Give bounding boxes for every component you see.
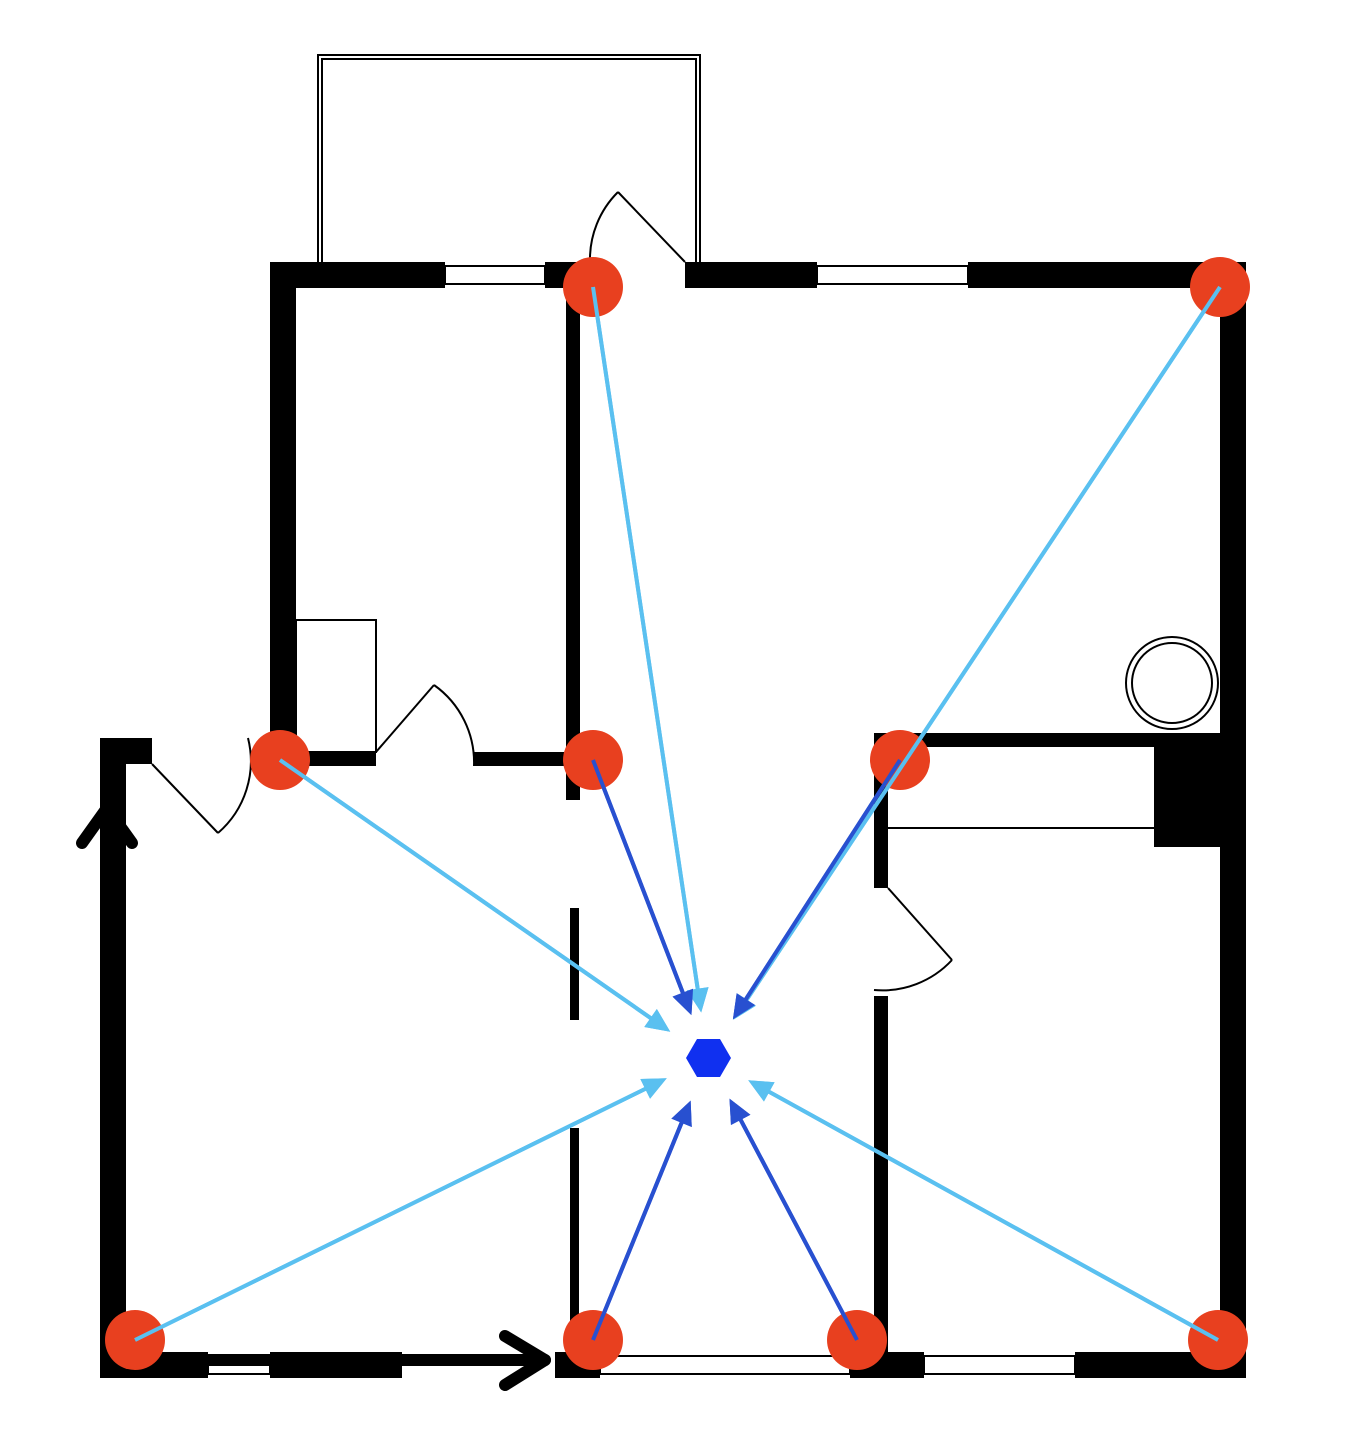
axis-arrows (76, 802, 551, 1391)
round-fixture (1125, 636, 1219, 730)
link-bottom-left-overlay (134, 1081, 657, 1342)
link-top-right-overlay (738, 285, 1222, 1011)
link-bottom-right-overlay (757, 1084, 1219, 1342)
arrowhead-bottom-right-overlay (748, 1080, 775, 1102)
arrowhead-bottom-center-overlay (671, 1100, 692, 1127)
arrowhead-bottom-left-overlay (640, 1078, 667, 1099)
arrowhead-mid-right-overlay (732, 993, 756, 1020)
link-top-center-overlay (591, 286, 702, 1001)
hub-icon (686, 1039, 731, 1077)
links (134, 285, 1222, 1342)
arrowhead-mid-left-overlay (644, 1008, 671, 1032)
x-axis-arrowhead (499, 1330, 551, 1391)
link-mid-center-overlay (591, 759, 689, 1005)
arrowhead-mid-center-overlay (672, 988, 694, 1016)
link-mid-right-overlay (737, 758, 902, 1011)
balcony (317, 54, 701, 262)
links-overlay (134, 285, 1222, 1342)
link-mid-left-overlay (278, 758, 662, 1027)
doors (151, 191, 953, 992)
y-axis-arrowhead (76, 802, 138, 849)
windows (207, 265, 1076, 1375)
link-bottom-mid-overlay (733, 1108, 859, 1341)
link-bottom-center-overlay (591, 1110, 688, 1341)
arrowhead-bottom-mid-overlay (729, 1098, 751, 1126)
